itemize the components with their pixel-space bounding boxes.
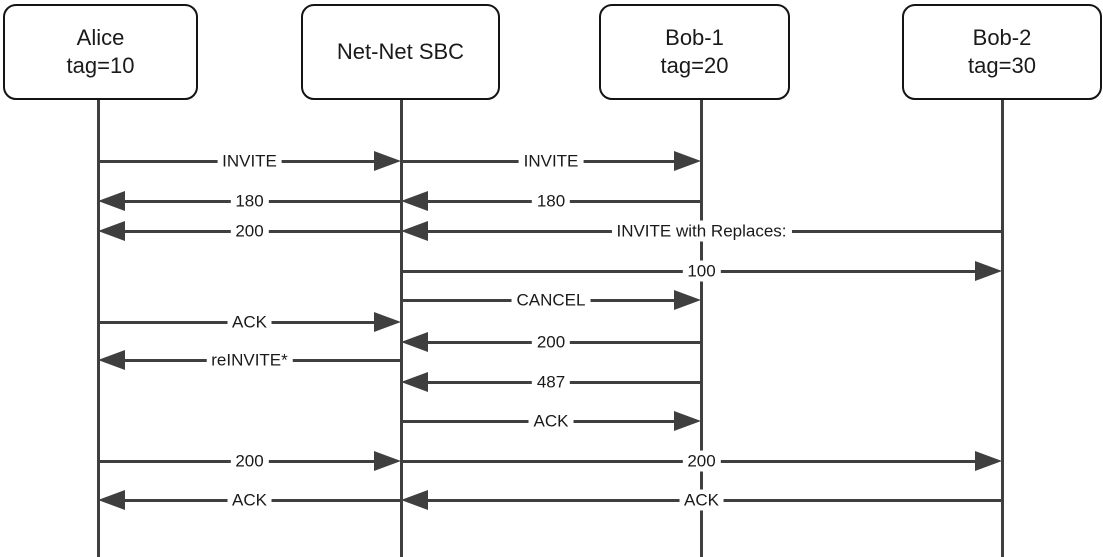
message-invite-alice-to-sbc: INVITE <box>98 148 401 174</box>
message-ack-sbc-to-alice: ACK <box>98 487 401 513</box>
participant-box-bob2: Bob-2 tag=30 <box>902 4 1102 100</box>
message-200-sbc-to-alice: 200 <box>98 218 401 244</box>
message-label: INVITE <box>217 150 282 172</box>
participant-tag: tag=30 <box>968 53 1036 78</box>
arrowhead-right-icon <box>374 151 401 171</box>
message-label: 200 <box>682 450 721 472</box>
message-invite-with-replaces-bob2-to-sbc: INVITE with Replaces: <box>401 218 1002 244</box>
message-200-bob1-to-sbc: 200 <box>401 329 701 355</box>
arrowhead-left-icon <box>401 490 428 510</box>
message-label: 180 <box>230 190 269 212</box>
arrowhead-right-icon <box>674 290 701 310</box>
message-label: 200 <box>230 220 269 242</box>
arrowhead-left-icon <box>98 350 125 370</box>
lifeline-bob2 <box>1000 100 1004 557</box>
arrowhead-right-icon <box>374 451 401 471</box>
message-reinvite-sbc-to-alice: reINVITE* <box>98 347 401 373</box>
arrowhead-right-icon <box>674 151 701 171</box>
message-label: 487 <box>531 371 571 393</box>
message-label: 100 <box>682 260 721 282</box>
arrowhead-left-icon <box>98 221 125 241</box>
message-100-sbc-to-bob2: 100 <box>401 258 1002 284</box>
lifeline-sbc <box>399 100 403 557</box>
arrowhead-left-icon <box>401 191 428 211</box>
message-label: INVITE <box>518 150 584 172</box>
lifeline-bob1 <box>699 100 703 557</box>
message-ack-alice-to-sbc: ACK <box>98 309 401 335</box>
arrowhead-right-icon <box>975 261 1002 281</box>
participant-name: Net-Net SBC <box>336 39 465 64</box>
message-label: ACK <box>227 489 272 511</box>
message-180-bob1-to-sbc: 180 <box>401 188 701 214</box>
message-ack-sbc-to-bob1: ACK <box>401 408 701 434</box>
arrowhead-left-icon <box>401 221 428 241</box>
arrowhead-right-icon <box>674 411 701 431</box>
participant-name: Bob-2 <box>972 25 1032 50</box>
message-label: ACK <box>227 311 272 333</box>
message-label: CANCEL <box>511 289 591 311</box>
arrowhead-left-icon <box>401 332 428 352</box>
message-label: 200 <box>230 450 269 472</box>
arrowhead-right-icon <box>975 451 1002 471</box>
participant-name: Alice <box>76 25 125 50</box>
message-label: reINVITE* <box>206 349 293 371</box>
message-label: ACK <box>679 489 724 511</box>
participant-box-alice: Alice tag=10 <box>3 4 198 100</box>
participant-box-sbc: Net-Net SBC <box>301 4 500 100</box>
message-cancel-sbc-to-bob1: CANCEL <box>401 287 701 313</box>
arrowhead-left-icon <box>98 191 125 211</box>
message-label: INVITE with Replaces: <box>611 220 792 242</box>
message-180-sbc-to-alice: 180 <box>98 188 401 214</box>
arrowhead-right-icon <box>374 312 401 332</box>
message-label: 200 <box>531 331 571 353</box>
participant-tag: tag=20 <box>660 53 729 78</box>
message-ack-bob2-to-sbc: ACK <box>401 487 1002 513</box>
message-label: 180 <box>531 190 571 212</box>
participant-tag: tag=10 <box>66 53 135 78</box>
message-200-alice-to-sbc: 200 <box>98 448 401 474</box>
message-487-bob1-to-sbc: 487 <box>401 369 701 395</box>
arrowhead-left-icon <box>401 372 428 392</box>
arrowhead-left-icon <box>98 490 125 510</box>
message-label: ACK <box>528 410 574 432</box>
participant-name: Bob-1 <box>665 25 724 50</box>
message-200-sbc-to-bob2: 200 <box>401 448 1002 474</box>
participant-box-bob1: Bob-1 tag=20 <box>599 4 790 100</box>
message-invite-sbc-to-bob1: INVITE <box>401 148 701 174</box>
lifeline-alice <box>96 100 100 557</box>
